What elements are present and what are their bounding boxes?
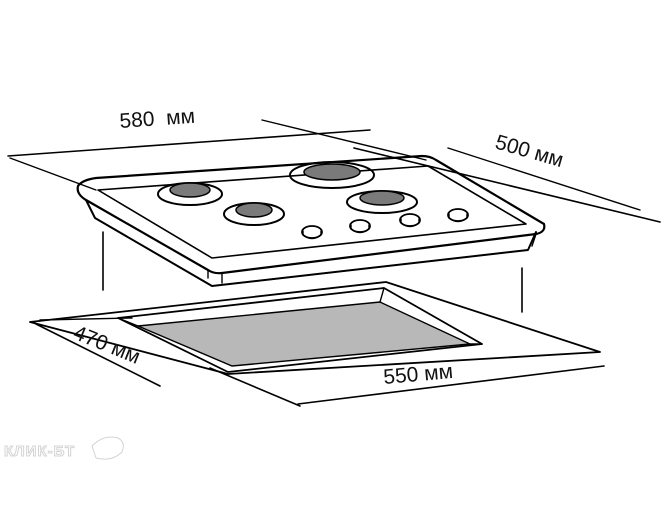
burner-left-rear xyxy=(157,182,223,206)
knob-4 xyxy=(447,208,469,223)
hob xyxy=(76,154,546,287)
burner-right xyxy=(346,190,418,214)
knob-3 xyxy=(399,213,421,228)
hob-width-label: 580 мм xyxy=(119,105,196,133)
cutout-shaded-area xyxy=(137,301,473,367)
cutout-dimension-lines xyxy=(35,317,605,407)
burner-large-rear xyxy=(289,161,375,189)
cutout-width-label: 550 мм xyxy=(382,360,453,389)
hob-top-plate xyxy=(76,154,546,275)
watermark-bird-icon xyxy=(91,436,124,460)
countertop-cutout xyxy=(29,281,601,375)
watermark-text: КЛИК-БТ xyxy=(4,443,75,460)
hob-dimension-lines xyxy=(7,119,661,313)
knob-2 xyxy=(349,219,371,234)
cutout-depth-label: 470 мм xyxy=(70,321,143,368)
burner-left-front xyxy=(223,202,285,226)
worktop-outline xyxy=(29,281,601,375)
control-knobs xyxy=(301,208,469,240)
knob-1 xyxy=(301,225,323,240)
hob-body xyxy=(85,199,537,287)
